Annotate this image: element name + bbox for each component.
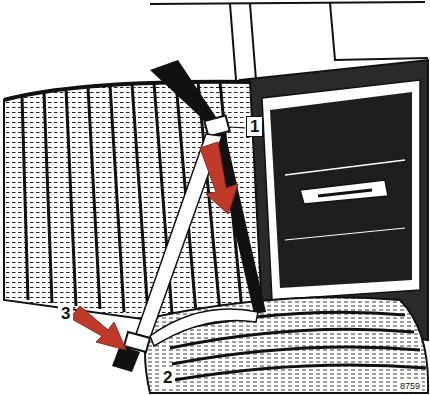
figure-code: 8759 <box>398 381 422 392</box>
callout-number: 3 <box>58 304 73 323</box>
callout-number: 2 <box>160 368 175 387</box>
callout-number: 1 <box>246 116 263 137</box>
